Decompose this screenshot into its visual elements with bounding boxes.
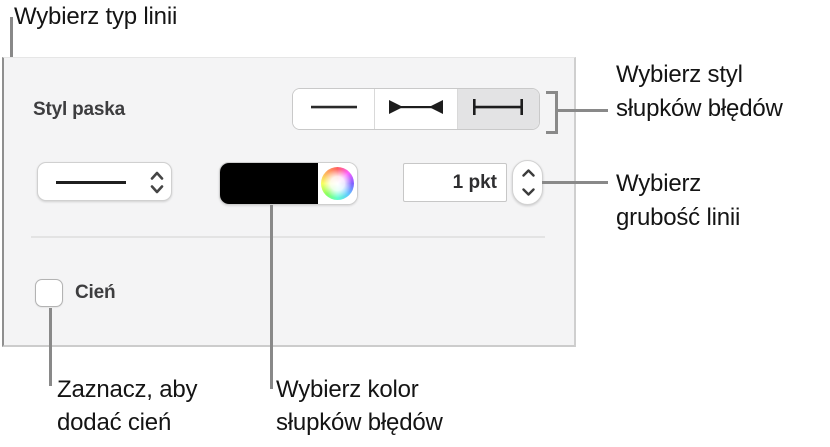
callout-line-weight-line1: Wybierz [616, 170, 702, 197]
segment-plain-line[interactable] [293, 89, 375, 129]
callout-bar-style-line2: słupków błędów [616, 95, 783, 122]
color-wheel-icon [321, 167, 354, 200]
callout-bar-color-line2: słupków błędów [276, 409, 443, 436]
line-type-popup-button[interactable] [37, 162, 172, 201]
callout-connector-shadow [49, 308, 52, 386]
shadow-label[interactable]: Cień [75, 282, 116, 303]
callout-line-weight: Wybierz grubość linii [616, 167, 740, 235]
callout-bar-color-line1: Wybierz kolor [276, 376, 419, 403]
plain-line-icon [310, 97, 357, 122]
panel-divider [31, 236, 545, 238]
error-bar-color-control [219, 162, 358, 205]
shadow-checkbox[interactable] [35, 279, 63, 307]
callout-bar-style: Wybierz styl słupków błędów [616, 58, 783, 126]
bar-style-label: Styl paska [33, 99, 125, 120]
callout-connector-bar-style [556, 109, 608, 112]
callout-bar-style-line1: Wybierz styl [616, 61, 743, 88]
segment-end-caps[interactable] [456, 89, 539, 129]
callout-shadow: Zaznacz, aby dodać cień [57, 373, 198, 439]
callout-connector-bar-color [270, 205, 273, 389]
callout-shadow-line1: Zaznacz, aby [57, 376, 198, 403]
chevron-up-down-icon [150, 171, 164, 199]
callout-bracket-bar-style [546, 91, 558, 134]
line-weight-stepper[interactable] [512, 160, 543, 205]
solid-line-swatch [56, 181, 126, 184]
end-caps-icon [473, 97, 524, 122]
line-weight-input[interactable] [403, 163, 507, 202]
color-well[interactable] [220, 163, 318, 204]
callout-shadow-line2: dodać cień [57, 409, 172, 436]
segment-arrow-caps[interactable] [374, 89, 457, 129]
callout-line-weight-line2: grubość linii [616, 204, 741, 231]
callout-connector-line-weight [542, 181, 608, 184]
error-bar-style-segmented-control [292, 88, 540, 130]
callout-bar-color: Wybierz kolor słupków błędów [276, 373, 443, 439]
arrow-caps-icon [388, 97, 444, 122]
callout-line-type: Wybierz typ linii [14, 3, 178, 30]
